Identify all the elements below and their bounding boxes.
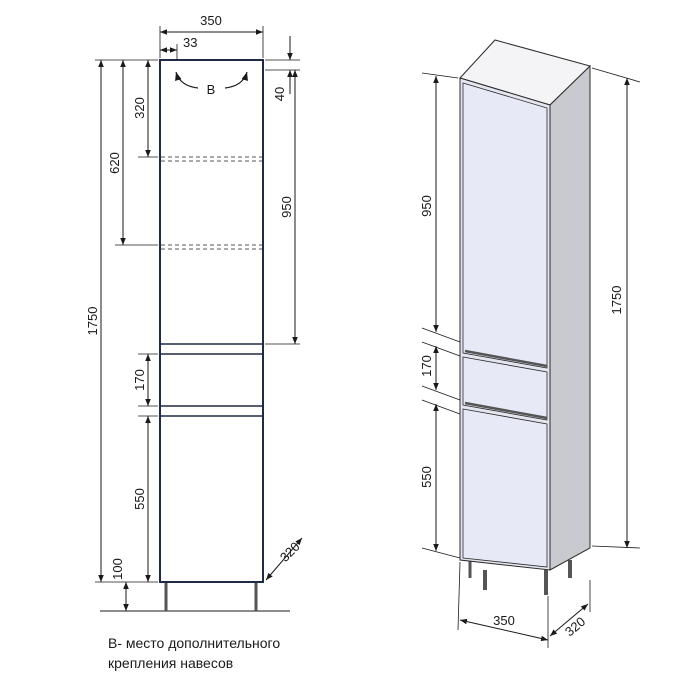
iso-width-dimension xyxy=(459,618,549,642)
iso-lower-door xyxy=(462,408,548,568)
mount-offset-label: 33 xyxy=(183,35,197,50)
front-cabinet-body xyxy=(159,59,264,583)
iso-drawer-handle xyxy=(464,401,548,420)
front-depth-label: 320 xyxy=(277,539,303,565)
iso-depth-dimension xyxy=(549,603,589,637)
iso-view: 950 170 550 1750 350 320 xyxy=(419,39,641,648)
iso-drawer-height-label: 170 xyxy=(419,355,434,377)
iso-width-label: 350 xyxy=(493,613,515,628)
front-view: B 350 33 1750 620 320 xyxy=(85,13,303,612)
iso-drawer xyxy=(462,356,548,421)
front-total-height-label: 1750 xyxy=(85,307,100,336)
mount-point-label: B xyxy=(207,82,216,97)
leg-height-label: 100 xyxy=(110,558,125,580)
front-upper-door-height-label: 950 xyxy=(279,196,294,218)
front-drawer-height-label: 170 xyxy=(132,369,147,391)
caption-line-2: крепления навесов xyxy=(108,655,234,671)
lower-shelf-height-label: 620 xyxy=(107,152,122,174)
upper-shelf-height-label: 320 xyxy=(132,97,147,119)
caption-line-1: В- место дополнительного xyxy=(108,635,281,651)
front-lower-door-height-label: 550 xyxy=(132,488,147,510)
mount-arc-right xyxy=(224,71,248,89)
mount-arc-left xyxy=(175,71,199,89)
iso-total-height-label: 1750 xyxy=(609,286,624,315)
caption: В- место дополнительного крепления навес… xyxy=(108,633,408,673)
iso-side-face xyxy=(549,64,591,571)
top-gap-label: 40 xyxy=(272,87,287,101)
iso-upper-handle xyxy=(464,349,548,368)
iso-upper-door-height-label: 950 xyxy=(419,195,434,217)
front-width-label: 350 xyxy=(200,13,222,28)
iso-lower-door-height-label: 550 xyxy=(419,466,434,488)
front-depth-dimension xyxy=(265,537,303,581)
iso-depth-label: 320 xyxy=(562,614,588,639)
iso-upper-door xyxy=(462,82,548,369)
